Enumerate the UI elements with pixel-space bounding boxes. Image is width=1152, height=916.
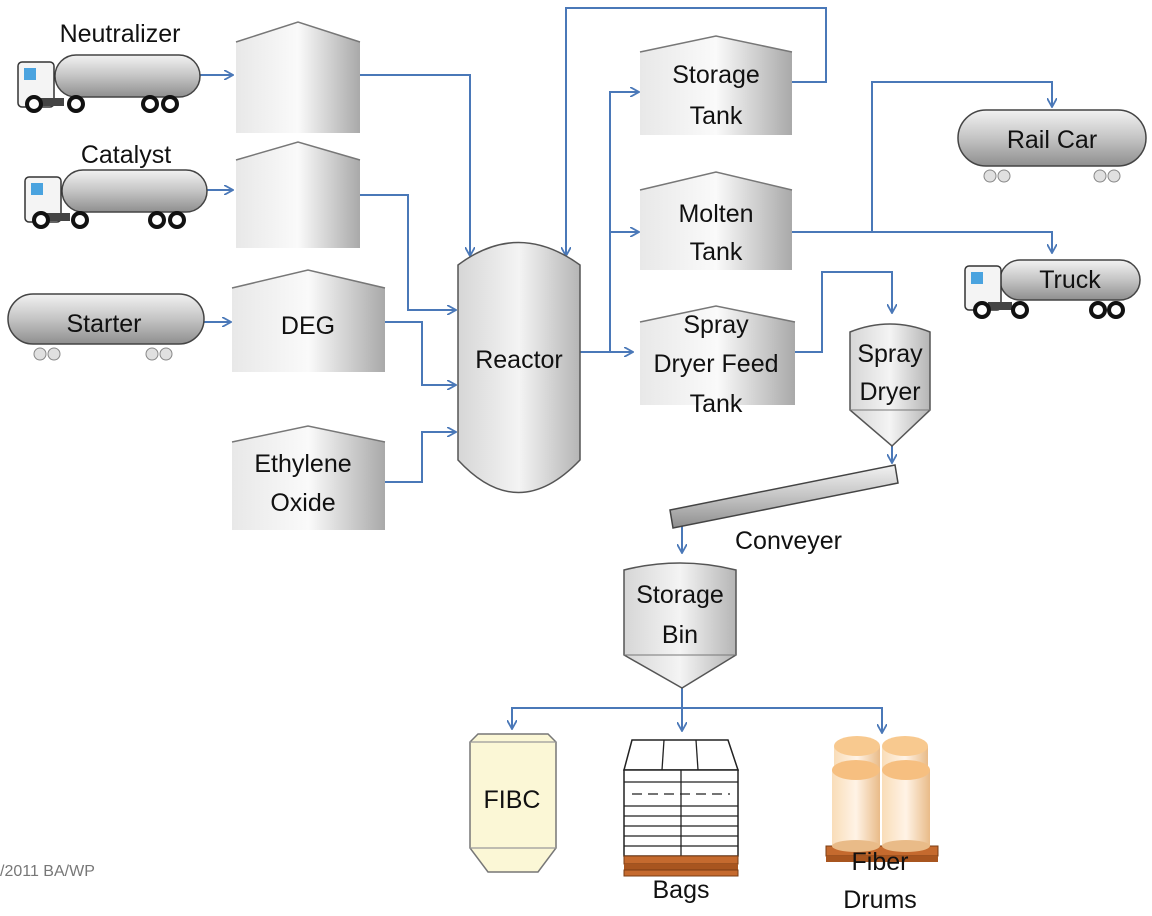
catalyst-silo	[235, 141, 361, 248]
flow-catalyst-silo-to-reactor	[360, 194, 455, 310]
flow-ethylene-oxide-to-reactor	[385, 432, 455, 483]
fiber-drums-label-2: Drums	[843, 886, 917, 914]
deg-tank	[231, 269, 386, 372]
spray-dryer-label-1: Spray	[857, 340, 923, 368]
starter-label: Starter	[66, 310, 141, 338]
neutralizer-label: Neutralizer	[60, 20, 181, 48]
catalyst-tanker-truck	[24, 169, 208, 229]
starter-rail-car	[7, 293, 205, 361]
storage-tank	[639, 35, 793, 135]
flow-spray-feed-to-dryer	[795, 271, 892, 353]
fibc-bag	[469, 733, 557, 873]
deg-label: DEG	[281, 312, 335, 340]
flow-storage-tank-return-to-reactor	[566, 7, 827, 255]
reactor-vessel	[457, 241, 581, 494]
footer-date-text: /2011 BA/WP	[0, 863, 95, 880]
spray-feed-label-1: Spray	[683, 311, 749, 339]
truck-label: Truck	[1039, 266, 1101, 294]
storage-bin-label-1: Storage	[636, 581, 724, 609]
truck	[964, 259, 1141, 319]
catalyst-label: Catalyst	[81, 141, 171, 169]
rail-car-label: Rail Car	[1007, 126, 1097, 154]
molten-tank-label-2: Tank	[690, 238, 743, 266]
spray-dryer-label-2: Dryer	[859, 378, 920, 406]
flow-reactor-to-storage-tank	[609, 92, 638, 232]
molten-tank	[639, 171, 793, 270]
rail-car	[957, 109, 1147, 183]
spray-dryer-feed-tank	[639, 305, 796, 405]
spray-feed-label-2: Dryer Feed	[653, 350, 778, 378]
fibc-label: FIBC	[484, 786, 541, 814]
neutralizer-tanker-truck	[17, 54, 201, 113]
molten-tank-label-1: Molten	[678, 200, 753, 228]
flow-molten-to-truck	[790, 231, 1052, 252]
storage-bin	[623, 562, 737, 689]
flow-bin-to-drums	[682, 707, 882, 732]
fiber-drums-label-1: Fiber	[852, 848, 909, 876]
conveyer	[669, 464, 899, 529]
reactor-label: Reactor	[475, 346, 563, 374]
storage-tank-label-2: Tank	[690, 102, 743, 130]
spray-feed-label-3: Tank	[690, 390, 743, 418]
neutralizer-silo	[235, 21, 361, 133]
bags-pallet	[623, 739, 740, 877]
fiber-drums	[825, 736, 939, 862]
flow-lines	[200, 7, 1052, 732]
bags-label: Bags	[653, 876, 710, 904]
flow-bin-to-packaging	[512, 687, 683, 728]
storage-bin-label-2: Bin	[662, 621, 698, 649]
flow-deg-to-reactor	[385, 321, 455, 385]
spray-dryer	[849, 323, 931, 448]
conveyer-label: Conveyer	[735, 527, 842, 555]
ethylene-oxide-label-1: Ethylene	[254, 450, 351, 478]
flow-reactor-to-molten-tank	[609, 232, 638, 352]
ethylene-oxide-tank	[231, 425, 386, 530]
storage-tank-label-1: Storage	[672, 61, 760, 89]
flow-neutralizer-silo-to-reactor	[360, 74, 470, 255]
ethylene-oxide-label-2: Oxide	[270, 489, 335, 517]
